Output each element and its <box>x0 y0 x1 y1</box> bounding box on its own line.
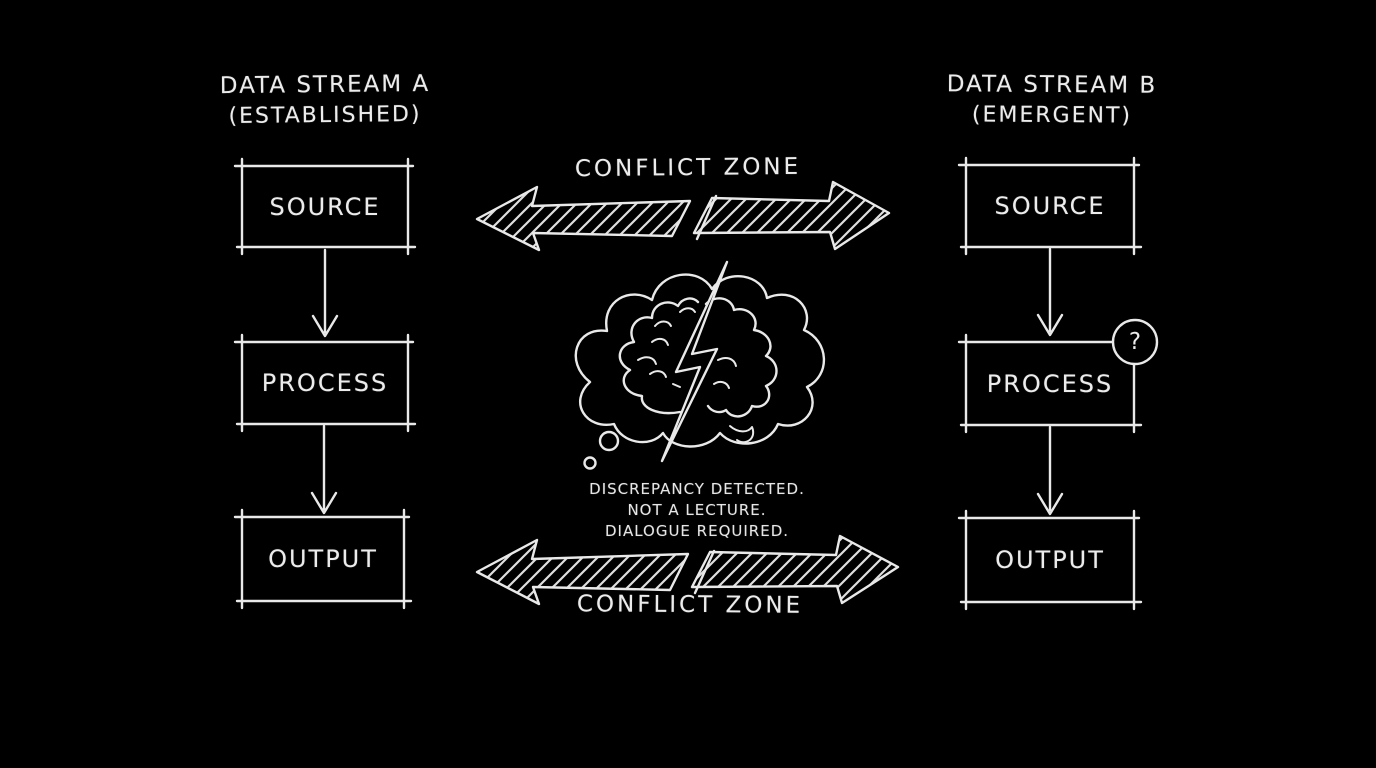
flow-arrow-a-process-output <box>310 424 338 515</box>
thought-bubble-icon <box>574 260 826 470</box>
flow-arrow-a-source-process <box>311 248 339 338</box>
conflict-zone-top-label: CONFLICT ZONE <box>574 153 802 183</box>
stream-a-source-box <box>233 157 417 256</box>
stream-a-output-box <box>233 508 413 610</box>
stream-a-output-label: OUTPUT <box>268 545 378 573</box>
center-note-line-2: NOT A LECTURE. <box>627 501 767 519</box>
stream-a-subtitle: (ESTABLISHED) <box>228 101 422 130</box>
center-note: DISCREPANCY DETECTED. NOT A LECTURE. DIA… <box>527 479 867 542</box>
center-note-line-3: DIALOGUE REQUIRED. <box>604 522 790 540</box>
stream-a-process-box <box>233 333 417 433</box>
stream-a-title: DATA STREAM A <box>219 70 431 100</box>
stream-b-process-box <box>957 333 1143 434</box>
question-mark-icon <box>1111 318 1159 366</box>
stream-b-source-box <box>957 156 1143 256</box>
stream-b-source-label: SOURCE <box>994 192 1106 220</box>
flow-arrow-b-source-process <box>1036 247 1064 337</box>
stream-b-output-box <box>957 509 1143 611</box>
stream-b-output-label: OUTPUT <box>995 546 1105 574</box>
flow-arrow-b-process-output <box>1036 425 1064 516</box>
brain-icon <box>618 297 778 444</box>
conflict-arrow-top <box>475 180 891 252</box>
conflict-zone-bottom-label: CONFLICT ZONE <box>576 591 804 619</box>
stream-b-title: DATA STREAM B <box>946 71 1158 99</box>
stream-b-subtitle: (EMERGENT) <box>971 102 1133 129</box>
thought-dots <box>583 430 620 470</box>
stream-b-process-label: PROCESS <box>986 369 1114 398</box>
conflict-arrow-bottom <box>475 534 900 606</box>
question-mark-label: ? <box>1128 329 1142 355</box>
lightning-bolt-icon <box>660 260 729 463</box>
stream-a-source-label: SOURCE <box>269 192 381 221</box>
stream-a-process-label: PROCESS <box>261 369 389 397</box>
center-note-line-1: DISCREPANCY DETECTED. <box>589 480 805 498</box>
